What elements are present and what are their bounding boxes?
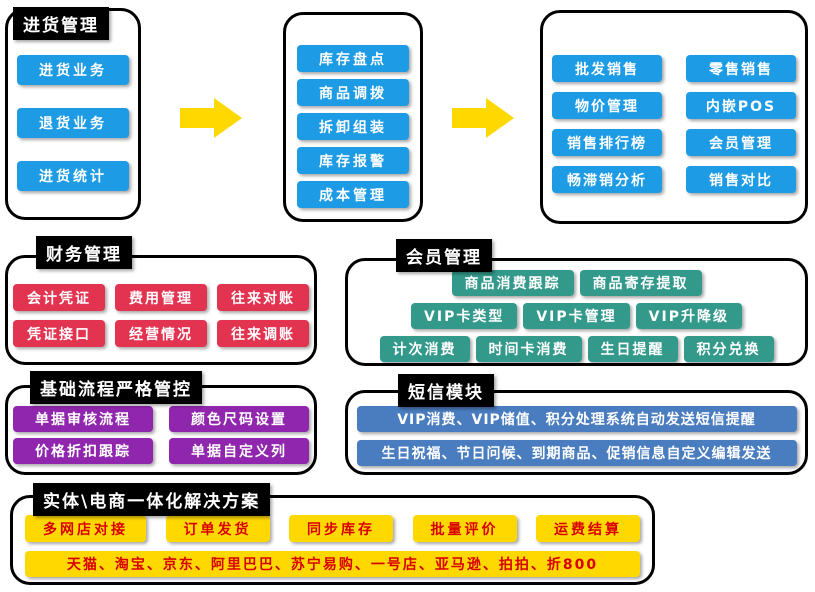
finance-chip: 凭证接口 xyxy=(13,320,105,347)
inventory-chip: 库存盘点 xyxy=(297,45,409,72)
member-row: VIP卡类型 VIP卡管理 VIP升降级 xyxy=(348,303,805,329)
ecommerce-chip: 同步库存 xyxy=(289,515,393,542)
purchase-title: 进货管理 xyxy=(13,7,109,40)
sms-panel: 短信模块 VIP消费、VIP储值、积分处理系统自动发送短信提醒 生日祝福、节日问… xyxy=(345,374,808,475)
member-chip: 时间卡消费 xyxy=(475,336,582,362)
finance-chip: 经营情况 xyxy=(115,320,207,347)
process-chip: 价格折扣跟踪 xyxy=(13,438,153,464)
member-chip: 计次消费 xyxy=(379,336,470,362)
platforms-bar: 天猫、淘宝、京东、阿里巴巴、苏宁易购、一号店、亚马逊、拍拍、折800 xyxy=(25,551,640,577)
purchase-chip: 退货业务 xyxy=(17,108,129,138)
sales-chip: 畅滞销分析 xyxy=(552,166,662,193)
finance-chip: 往来调账 xyxy=(217,320,309,347)
finance-chip: 费用管理 xyxy=(115,284,207,311)
member-title: 会员管理 xyxy=(396,239,492,272)
sales-panel: 批发销售 零售销售 物价管理 内嵌POS 销售排行榜 会员管理 畅滞销分析 销售… xyxy=(540,10,808,224)
sales-chip: 物价管理 xyxy=(552,92,662,119)
process-control-panel: 基础流程严格管控 单据审核流程 颜色尺码设置 价格折扣跟踪 单据自定义列 xyxy=(5,371,317,475)
inventory-chip: 库存报警 xyxy=(297,147,409,174)
member-chip: VIP升降级 xyxy=(635,303,742,329)
sales-chip: 批发销售 xyxy=(552,55,662,82)
process-chip: 单据自定义列 xyxy=(169,438,309,464)
process-chip: 颜色尺码设置 xyxy=(169,406,309,432)
inventory-chip: 拆卸组装 xyxy=(297,113,409,140)
member-panel: 会员管理 商品消费跟踪 商品寄存提取 VIP卡类型 VIP卡管理 VIP升降级 … xyxy=(345,239,808,366)
arrow-right-icon xyxy=(180,98,242,138)
ecommerce-row: 多网店对接 订单发货 同步库存 批量评价 运费结算 xyxy=(25,515,640,542)
process-control-title: 基础流程严格管控 xyxy=(30,371,202,404)
member-chip: VIP卡管理 xyxy=(523,303,630,329)
sales-chip: 销售排行榜 xyxy=(552,129,662,156)
ecommerce-panel: 实体\电商一体化解决方案 多网店对接 订单发货 同步库存 批量评价 运费结算 天… xyxy=(10,483,655,585)
inventory-chip: 商品调拨 xyxy=(297,79,409,106)
member-chip: 商品消费跟踪 xyxy=(451,270,574,296)
member-row: 商品消费跟踪 商品寄存提取 xyxy=(348,270,805,296)
ecommerce-chip: 运费结算 xyxy=(536,515,640,542)
sales-chip: 销售对比 xyxy=(686,166,796,193)
member-chip: VIP卡类型 xyxy=(411,303,518,329)
member-chip: 积分兑换 xyxy=(683,336,774,362)
arrow-right-icon xyxy=(452,98,514,138)
finance-panel: 财务管理 会计凭证 费用管理 往来对账 凭证接口 经营情况 往来调账 xyxy=(5,236,317,365)
sales-chip: 零售销售 xyxy=(686,55,796,82)
finance-chip: 往来对账 xyxy=(217,284,309,311)
finance-chip: 会计凭证 xyxy=(13,284,105,311)
sales-chip: 会员管理 xyxy=(686,129,796,156)
ecommerce-chip: 批量评价 xyxy=(412,515,517,542)
sms-line: 生日祝福、节日问候、到期商品、促销信息自定义编辑发送 xyxy=(356,440,797,466)
sms-line: VIP消费、VIP储值、积分处理系统自动发送短信提醒 xyxy=(356,406,797,432)
member-chip: 商品寄存提取 xyxy=(579,270,702,296)
process-chip: 单据审核流程 xyxy=(13,406,153,432)
purchase-chip: 进货统计 xyxy=(17,161,129,191)
ecommerce-title: 实体\电商一体化解决方案 xyxy=(33,483,271,516)
member-chip: 生日提醒 xyxy=(587,336,678,362)
inventory-chip: 成本管理 xyxy=(297,181,409,208)
ecommerce-chip: 订单发货 xyxy=(165,515,270,542)
sales-chip: 内嵌POS xyxy=(686,92,796,119)
purchase-panel: 进货管理 进货业务 退货业务 进货统计 xyxy=(5,7,141,220)
inventory-panel: 库存盘点 商品调拨 拆卸组装 库存报警 成本管理 xyxy=(283,12,423,222)
member-row: 计次消费 时间卡消费 生日提醒 积分兑换 xyxy=(348,336,805,362)
purchase-chip: 进货业务 xyxy=(17,55,129,85)
flow-arrow-right-icon xyxy=(452,98,514,138)
finance-title: 财务管理 xyxy=(36,236,132,269)
ecommerce-chip: 多网店对接 xyxy=(25,515,146,542)
sms-title: 短信模块 xyxy=(398,374,494,407)
flow-arrow-right-icon xyxy=(180,98,242,138)
